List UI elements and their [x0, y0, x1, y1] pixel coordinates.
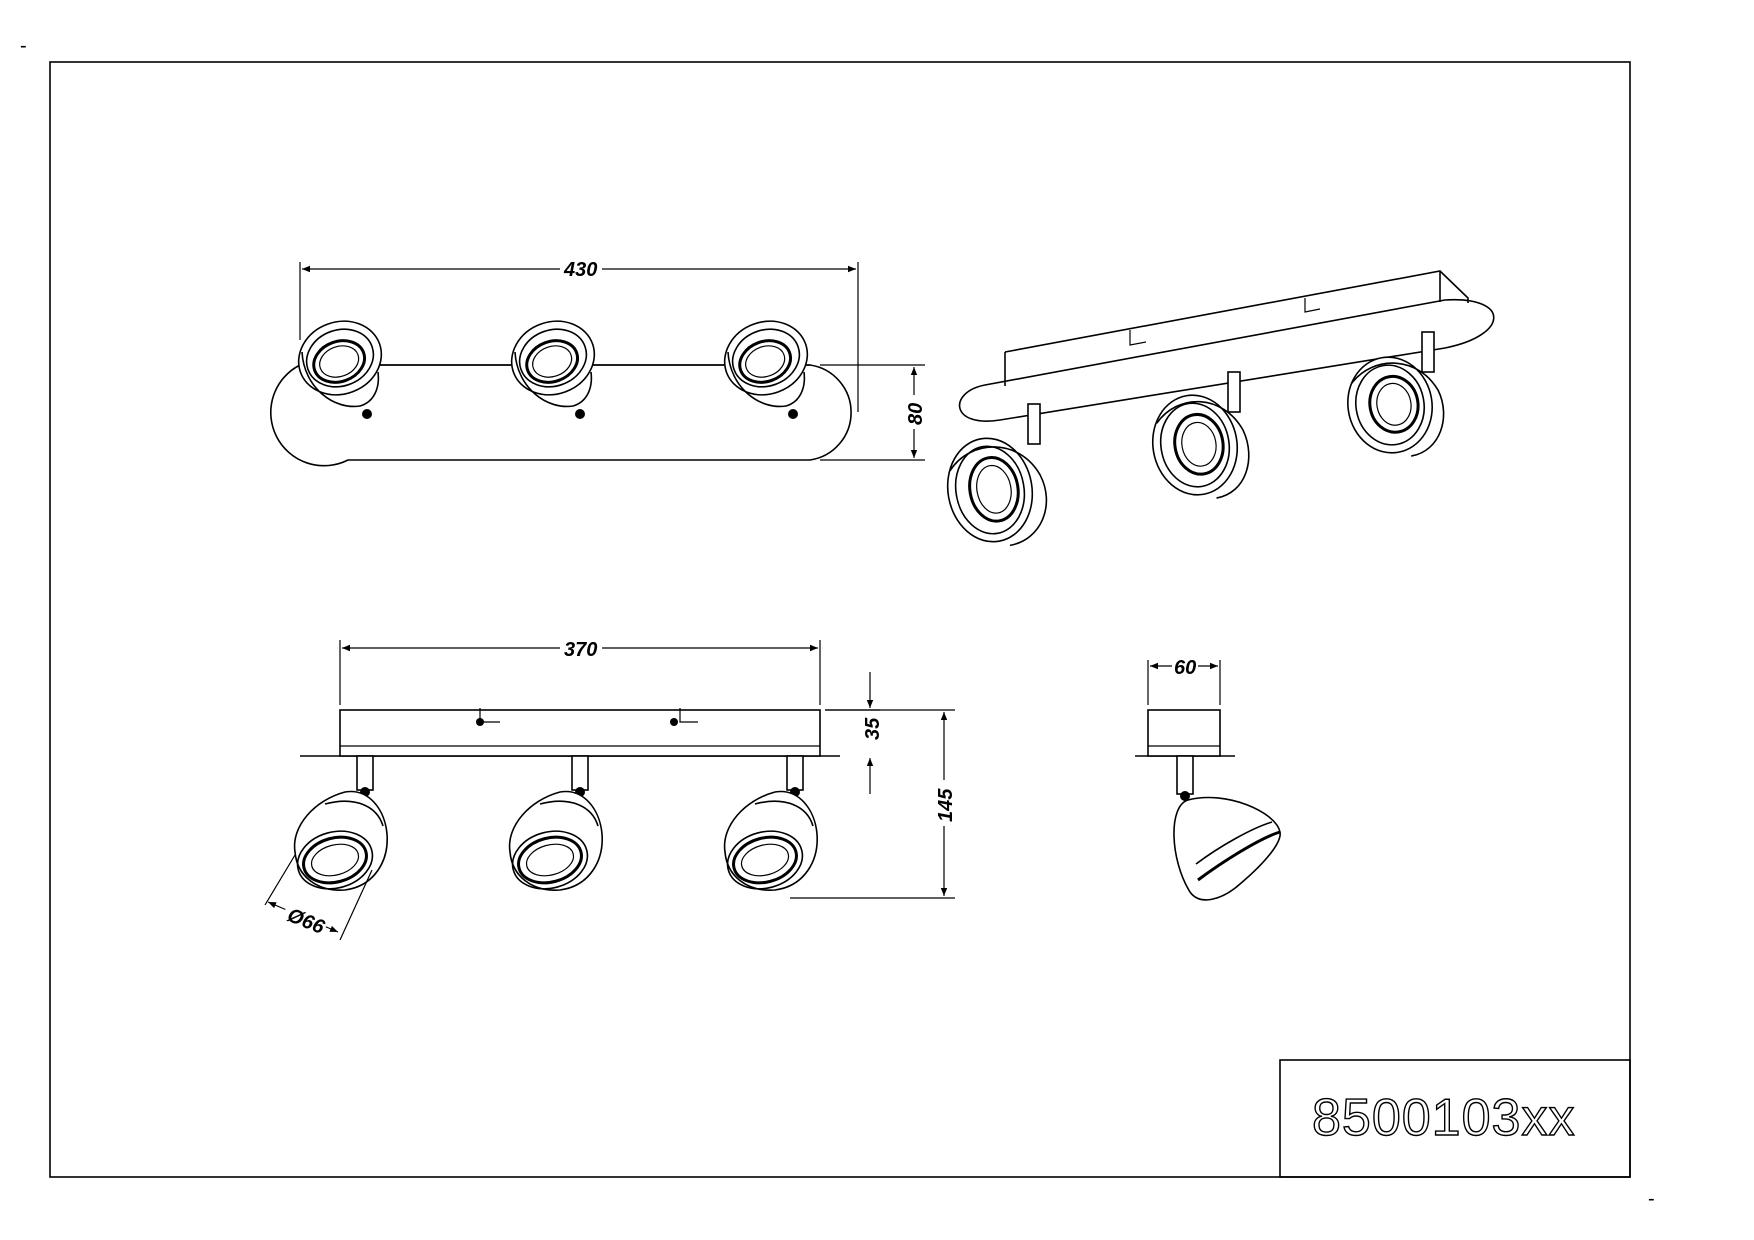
- front-view: 370 35 145 Ø66: [264, 636, 957, 941]
- dim-total-height: 145: [935, 788, 957, 822]
- dim-base-width: 60: [1174, 657, 1196, 679]
- side-view: 60: [1135, 654, 1281, 901]
- drawing-frame: [49, 61, 1631, 1178]
- dim-top-depth: 80: [905, 403, 927, 425]
- dim-base-length: 370: [564, 639, 597, 661]
- dim-base-height: 35: [862, 717, 884, 740]
- corner-mark-bottom-right: -: [1648, 1188, 1655, 1210]
- product-code: 8500103xx: [1312, 1089, 1575, 1147]
- dim-top-width: 430: [563, 259, 597, 281]
- perspective-view: [946, 270, 1495, 547]
- corner-mark-top-left: -: [20, 35, 27, 57]
- title-block: 8500103xx: [1279, 1059, 1631, 1178]
- top-view: 430 80: [269, 256, 927, 467]
